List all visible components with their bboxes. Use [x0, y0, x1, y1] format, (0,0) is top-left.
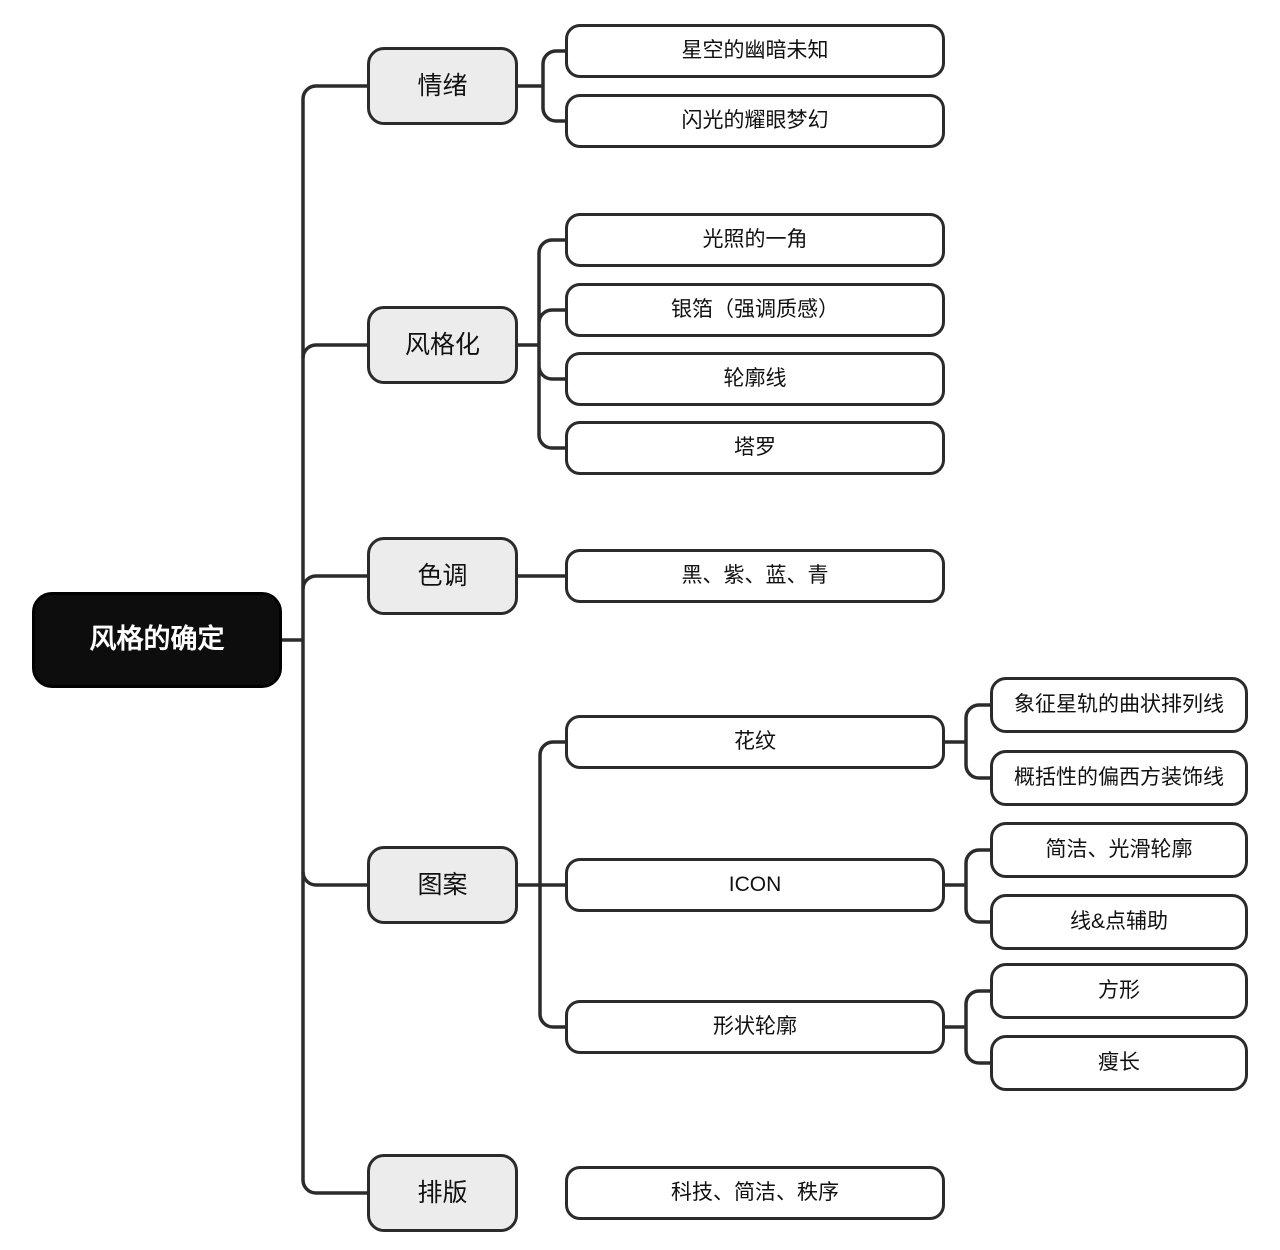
leaf-node-lit-corner[interactable]: 光照的一角	[565, 213, 945, 267]
connector-branch-pattern	[301, 871, 367, 887]
connector-branch-stylization	[301, 343, 367, 359]
branch-node-stylization[interactable]: 风格化	[367, 306, 518, 384]
connector-icon-children	[945, 848, 990, 924]
leaf-node-icon[interactable]: ICON	[565, 858, 945, 912]
connector-ornament-children	[945, 703, 990, 780]
connector-branch-color-tone	[301, 574, 367, 590]
subleaf-node-line-dot-assist[interactable]: 线&点辅助	[990, 894, 1248, 950]
leaf-node-palette[interactable]: 黑、紫、蓝、青	[565, 549, 945, 603]
leaf-node-tech-order[interactable]: 科技、简洁、秩序	[565, 1166, 945, 1220]
connector-pattern-children	[518, 740, 565, 1029]
branch-node-pattern[interactable]: 图案	[367, 846, 518, 924]
branch-node-emotion[interactable]: 情绪	[367, 47, 518, 125]
subleaf-node-star-trail-lines[interactable]: 象征星轨的曲状排列线	[990, 677, 1248, 733]
leaf-node-dazzling-dream[interactable]: 闪光的耀眼梦幻	[565, 94, 945, 148]
leaf-node-tarot[interactable]: 塔罗	[565, 421, 945, 475]
subleaf-node-smooth-outline[interactable]: 简洁、光滑轮廓	[990, 822, 1248, 878]
branch-node-color-tone[interactable]: 色调	[367, 537, 518, 615]
connector-shape-outline-children	[945, 989, 990, 1065]
branch-node-typography[interactable]: 排版	[367, 1154, 518, 1232]
leaf-node-silver-foil[interactable]: 银箔（强调质感）	[565, 283, 945, 337]
leaf-node-contour-line[interactable]: 轮廓线	[565, 352, 945, 406]
subleaf-node-square[interactable]: 方形	[990, 963, 1248, 1019]
connector-main-trunk	[301, 84, 367, 1195]
root-node-style-determination[interactable]: 风格的确定	[32, 592, 282, 688]
leaf-node-starry-dark-unknown[interactable]: 星空的幽暗未知	[565, 24, 945, 78]
subleaf-node-slender[interactable]: 瘦长	[990, 1035, 1248, 1091]
connector-emotion-children	[518, 49, 565, 123]
subleaf-node-western-decor-lines[interactable]: 概括性的偏西方装饰线	[990, 750, 1248, 806]
leaf-node-ornament[interactable]: 花纹	[565, 715, 945, 769]
connector-stylization-children	[518, 238, 565, 450]
leaf-node-shape-outline[interactable]: 形状轮廓	[565, 1000, 945, 1054]
